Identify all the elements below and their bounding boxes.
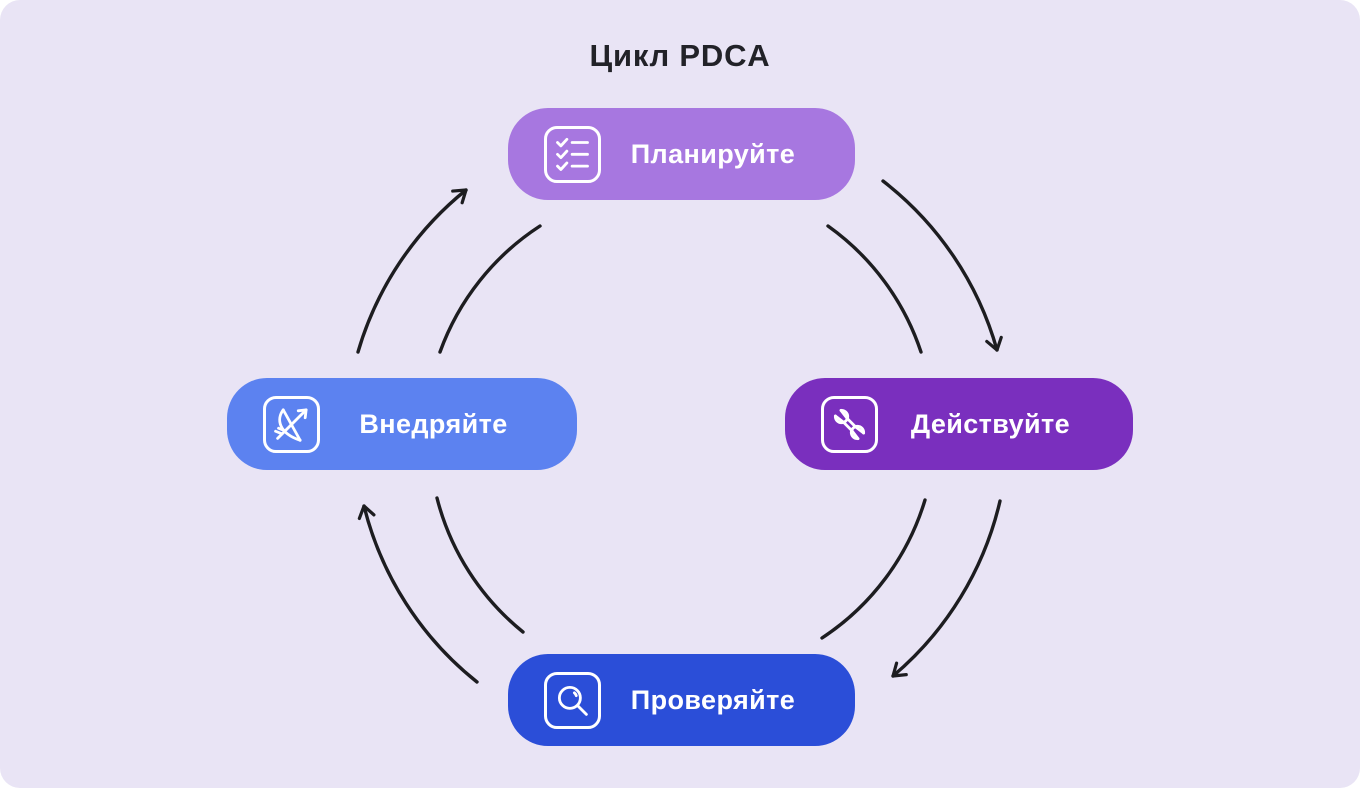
arrow-do-to-plan-inner [438, 224, 542, 354]
arrow-check-to-do [357, 504, 479, 684]
arrow-do-to-plan [356, 188, 468, 354]
arrow-check-to-do-inner [435, 496, 525, 634]
arrow-plan-to-act [881, 179, 1003, 352]
node-check: Проверяйте [508, 654, 855, 746]
arrow-plan-to-act-inner [826, 224, 923, 354]
wrench-icon [821, 395, 878, 453]
node-plan-label: Планируйте [630, 138, 796, 169]
node-act: Действуйте [785, 378, 1133, 470]
node-plan: Планируйте [508, 108, 855, 200]
node-check-label: Проверяйте [630, 684, 796, 715]
node-do-label: Внедряйте [359, 408, 508, 439]
arrow-act-to-check-inner [820, 498, 927, 640]
checklist-icon [544, 125, 601, 183]
bow-arrow-icon [263, 395, 320, 453]
node-act-label: Действуйте [910, 408, 1071, 439]
arrow-act-to-check [891, 499, 1002, 678]
diagram-title: Цикл PDCA [589, 38, 771, 73]
node-do: Внедряйте [227, 378, 577, 470]
magnifier-icon [544, 671, 601, 729]
